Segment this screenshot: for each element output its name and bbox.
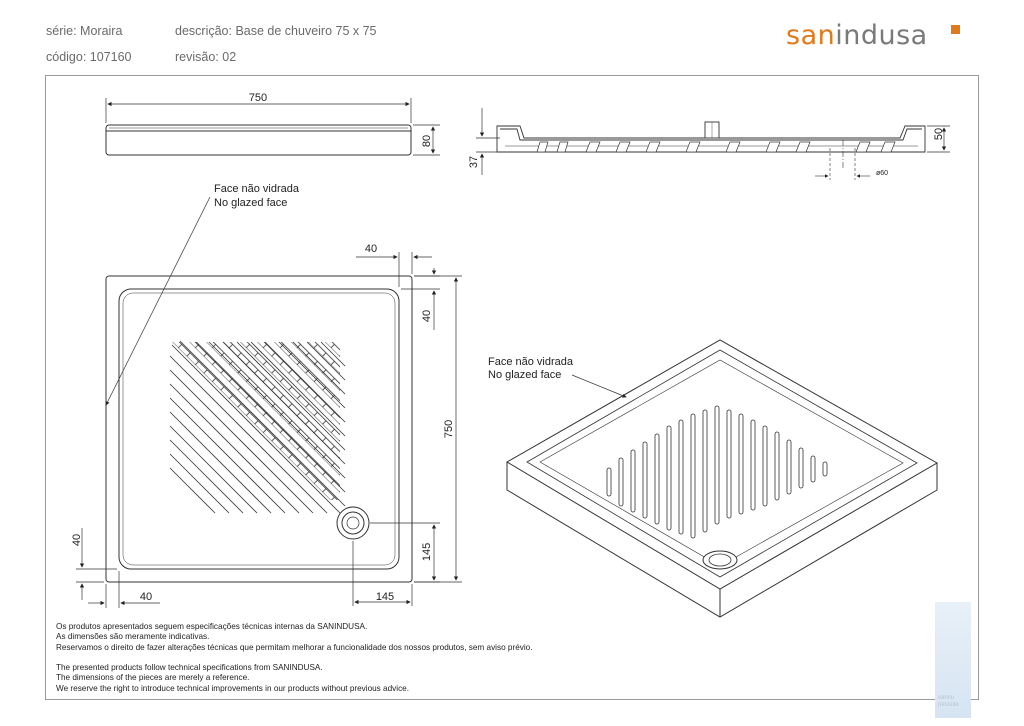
dim-40-top — [356, 252, 432, 287]
plan-slots-group — [169, 340, 346, 514]
section-view — [496, 121, 926, 153]
iso-drain — [702, 550, 738, 570]
footer-pt-line: Reservamos o direito de fazer alterações… — [56, 642, 533, 652]
watermark-line2: pessule — [938, 702, 959, 708]
dim-750-right-label: 750 — [443, 420, 455, 438]
dim-40-top-label: 40 — [365, 243, 377, 255]
watermark-line1: vannu — [938, 695, 955, 701]
dim-diameter-60-label: ø60 — [876, 170, 888, 177]
front-elevation — [105, 124, 412, 156]
dim-80-label: 80 — [421, 135, 433, 147]
descricao-label: descrição: Base de chuveiro 75 x 75 — [175, 24, 377, 38]
drawing-sheet-frame — [45, 75, 979, 700]
dim-37 — [476, 108, 500, 175]
footer-en-line: The dimensions of the pieces are merely … — [56, 673, 250, 683]
dim-40-bottom-left-h-label: 40 — [140, 591, 152, 603]
dim-750-top-label: 750 — [249, 92, 267, 104]
dim-37-label: 37 — [468, 156, 480, 168]
footer-notes-en: The presented products follow technical … — [56, 663, 409, 694]
glaze-note-plan-line1: Face não vidrada — [214, 183, 300, 195]
dim-145-v — [370, 522, 440, 583]
logo-part-indusa: indusa — [835, 20, 928, 51]
footer-en-line: We reserve the right to introduce techni… — [56, 683, 409, 693]
dim-40-bottom-left-h — [88, 571, 160, 608]
dim-50-label: 50 — [933, 128, 945, 140]
watermark-panel — [935, 602, 971, 718]
sanindusa-logo: sanindusa — [786, 20, 928, 51]
iso-slots — [606, 405, 828, 539]
plan-drain — [336, 506, 370, 540]
glaze-note-leader-plan — [105, 196, 211, 406]
isometric-view — [506, 339, 939, 618]
dim-50 — [927, 125, 950, 153]
revisao-label: revisão: 02 — [175, 50, 237, 64]
footer-pt-line: Os produtos apresentados seguem especifi… — [56, 622, 368, 631]
dim-diameter-60 — [815, 140, 870, 180]
dim-145-v-label: 145 — [421, 543, 433, 561]
serie-label: série: Moraira — [46, 24, 123, 38]
dim-750-top — [105, 98, 412, 123]
codigo-label: código: 107160 — [46, 50, 132, 64]
footer-en-line: The presented products follow technical … — [56, 663, 323, 672]
dim-145-h-label: 145 — [376, 591, 394, 603]
dim-40-bottom-left-v-label: 40 — [71, 534, 83, 546]
glaze-note-iso-line2: No glazed face — [488, 369, 561, 381]
footer-pt-line: As dimensões são meramente indicativas. — [56, 632, 210, 642]
section-ribs — [536, 141, 896, 153]
footer-notes-pt: Os produtos apresentados seguem especifi… — [56, 622, 532, 653]
dim-145-h — [352, 541, 413, 606]
glaze-note-iso-line1: Face não vidrada — [488, 356, 574, 368]
dim-40-bottom-left-v — [76, 528, 117, 600]
plan-view — [105, 275, 413, 583]
dim-40-right-label: 40 — [421, 310, 433, 322]
glaze-note-leader-iso — [571, 374, 627, 398]
logo-mark-icon — [951, 25, 960, 34]
glaze-note-plan-line2: No glazed face — [214, 197, 287, 209]
watermark-text: vannu pessule — [938, 695, 959, 709]
logo-part-san: san — [786, 20, 836, 51]
dim-80 — [413, 124, 440, 156]
